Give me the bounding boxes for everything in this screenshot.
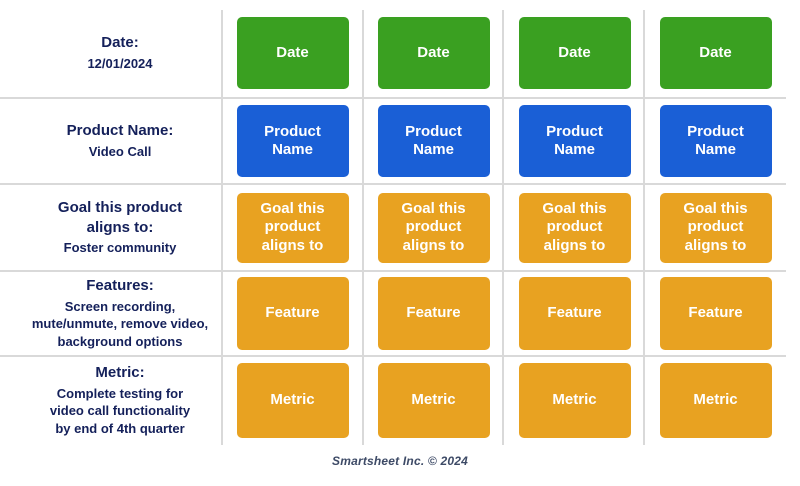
row-metric: Metric: Complete testing for video call … [0,356,786,445]
feature-card: Feature [377,277,490,350]
product-name-row-value: Video Call [88,143,152,159]
grid-divider-vertical [362,10,364,445]
grid-divider-horizontal [0,355,786,357]
grid-divider-vertical [221,10,223,445]
date-row-label: Date: 12/01/2024 [0,8,222,98]
product-name-card: Product Name [659,105,772,177]
metric-card: Metric [236,363,349,438]
grid-divider-horizontal [0,270,786,272]
metric-card: Metric [518,363,631,438]
feature-card: Feature [236,277,349,350]
goal-card: Goal this product aligns to [518,192,631,263]
goal-card: Goal this product aligns to [659,192,772,263]
product-name-row-title: Product Name: [66,122,174,140]
goal-row-label: Goal this product aligns to: Foster comm… [0,184,222,271]
footer-credit: Smartsheet Inc. © 2024 [332,454,468,468]
date-row-title: Date: [101,34,139,52]
feature-card: Feature [659,277,772,350]
date-card: Date [236,17,349,89]
grid-divider-vertical [502,10,504,445]
product-name-card: Product Name [518,105,631,177]
date-card: Date [377,17,490,89]
grid-divider-vertical [643,10,645,445]
metric-row-value: Complete testing for video call function… [49,385,191,437]
grid-divider-horizontal [0,97,786,99]
row-product-name: Product Name: Video Call Product Name Pr… [0,98,786,184]
roadmap-grid: Date: 12/01/2024 Date Date Date Date Pro… [0,0,786,445]
feature-card: Feature [518,277,631,350]
date-card: Date [518,17,631,89]
row-features: Features: Screen recording, mute/unmute,… [0,271,786,356]
metric-card: Metric [377,363,490,438]
date-card: Date [659,17,772,89]
metric-row-label: Metric: Complete testing for video call … [0,356,222,445]
row-goal: Goal this product aligns to: Foster comm… [0,184,786,271]
goal-card: Goal this product aligns to [236,192,349,263]
goal-row-title: Goal this product aligns to: [57,199,183,236]
goal-row-value: Foster community [63,240,177,256]
grid-divider-horizontal [0,183,786,185]
product-name-row-label: Product Name: Video Call [0,98,222,184]
features-row-value: Screen recording, mute/unmute, remove vi… [31,298,209,350]
date-row-value: 12/01/2024 [87,55,153,71]
metric-row-title: Metric: [95,364,145,382]
goal-card: Goal this product aligns to [377,192,490,263]
product-name-card: Product Name [236,105,349,177]
features-row-title: Features: [86,277,154,295]
row-date: Date: 12/01/2024 Date Date Date Date [0,0,786,98]
features-row-label: Features: Screen recording, mute/unmute,… [0,271,222,356]
product-name-card: Product Name [377,105,490,177]
metric-card: Metric [659,363,772,438]
